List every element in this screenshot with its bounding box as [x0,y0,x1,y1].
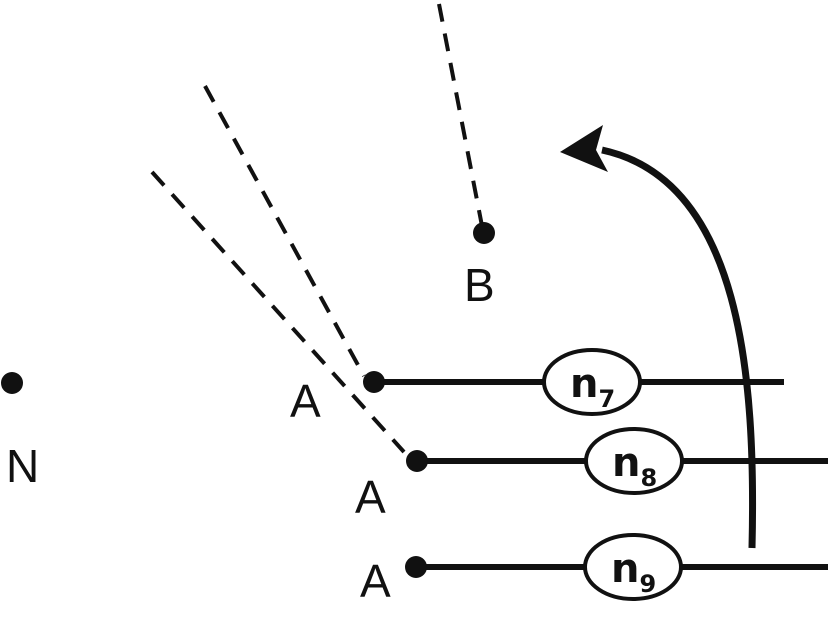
dashed-line-to-a-mid [150,170,406,454]
dashed-line-to-a-top [203,85,366,377]
label-b: B [464,259,495,311]
node-n8-sub: 8 [640,464,657,492]
node-n9-base: n [611,546,639,592]
dashed-line-to-b [437,3,484,227]
node-n9: n9 [583,533,683,601]
point-a-top-dot [363,371,385,393]
point-a-bottom-dot [405,556,427,578]
point-b-dot [473,222,495,244]
rotation-arrow-head [560,125,608,172]
svg-text:n7: n7 [570,361,615,413]
label-a-mid: A [355,471,386,523]
label-a-top: A [290,375,321,427]
svg-text:n8: n8 [612,440,657,492]
svg-text:n9: n9 [611,546,656,598]
node-n7: n7 [542,348,642,416]
node-n8-base: n [612,440,640,486]
node-n9-sub: 9 [639,570,656,598]
label-n: N [6,440,39,492]
point-a-mid-dot [406,450,428,472]
label-a-bottom: A [360,555,391,607]
node-n7-sub: 7 [598,385,615,413]
point-n-dot [1,372,23,394]
rotation-arrow [601,146,757,549]
node-n7-base: n [570,361,598,407]
node-n8: n8 [584,427,684,495]
